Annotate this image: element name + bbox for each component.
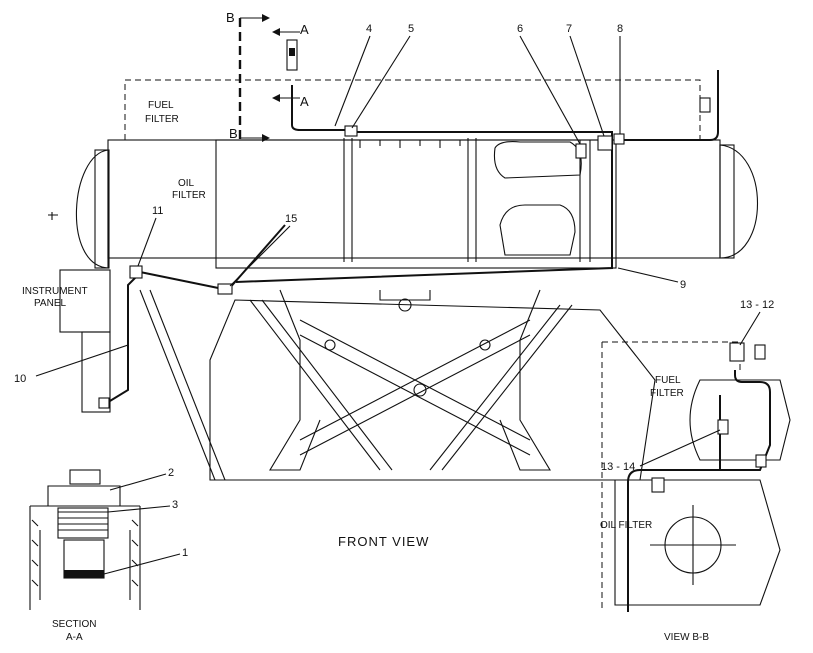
fitting-15 (217, 283, 233, 295)
section-aa-label-line1: SECTION (52, 619, 96, 630)
instrument-panel-label-line2: PANEL (34, 298, 66, 309)
view-bb-fuel-filter (689, 379, 791, 461)
callouts: 4 5 6 7 8 9 10 11 15 (14, 23, 686, 385)
oil-lines (104, 70, 719, 405)
callout-9: 9 (680, 279, 686, 291)
view-bb-detail: 13 - 12 13 - 14 FUEL FILTER OIL FILTER V… (600, 299, 791, 643)
callout-4: 4 (366, 23, 372, 35)
view-bb-fuel-filter-label-line1: FUEL (655, 375, 681, 386)
oil-filter-label-line2: FILTER (172, 190, 206, 201)
callout-15: 15 (285, 213, 297, 225)
view-bb-oil-filter-label: OIL FILTER (600, 520, 652, 531)
callout-3: 3 (172, 499, 178, 511)
callout-13-14: 13 - 14 (601, 461, 635, 473)
section-aa-label-line2: A-A (66, 632, 83, 643)
instrument-panel-label-line1: INSTRUMENT (22, 286, 88, 297)
oil-line-10 (104, 274, 139, 405)
callout-13-12: 13 - 12 (740, 299, 774, 311)
oil-line-to-fuel-filter (615, 70, 719, 141)
engine-support-frame (139, 289, 656, 481)
section-a-top-label: A (300, 22, 310, 37)
section-b-top-label: B (226, 10, 236, 25)
callout-10: 10 (14, 373, 26, 385)
section-markers: B A A B (226, 10, 310, 142)
callout-5: 5 (408, 23, 414, 35)
section-b-mid-label: B (229, 126, 239, 141)
engine-block (75, 79, 758, 269)
front-view-caption: FRONT VIEW (338, 534, 429, 549)
view-bb-oil-filter (614, 479, 781, 606)
oil-line-9 (235, 131, 613, 283)
section-aa-detail: 2 3 1 SECTION A-A (29, 467, 188, 643)
callout-11: 11 (152, 205, 163, 217)
oil-filter-label-line1: OIL (178, 178, 195, 189)
callout-6: 6 (517, 23, 523, 35)
instrument-panel: INSTRUMENT PANEL (22, 212, 111, 413)
oil-line-15 (139, 271, 229, 291)
callout-2: 2 (168, 467, 174, 479)
section-a-bottom-label: A (300, 94, 310, 109)
fuel-filter-label-line1: FUEL (148, 100, 174, 111)
view-bb-oil-line (640, 370, 771, 471)
oil-line-4 (291, 85, 350, 131)
callout-1: 1 (182, 547, 188, 559)
view-bb-oil-line-down (627, 469, 641, 612)
callout-8: 8 (617, 23, 623, 35)
fuel-filter-label-line2: FILTER (145, 114, 179, 125)
view-bb-caption: VIEW B-B (664, 632, 709, 643)
callout-7: 7 (566, 23, 572, 35)
view-bb-fuel-filter-label-line2: FILTER (650, 388, 684, 399)
fitting-11 (129, 265, 143, 279)
fittings (98, 39, 711, 409)
